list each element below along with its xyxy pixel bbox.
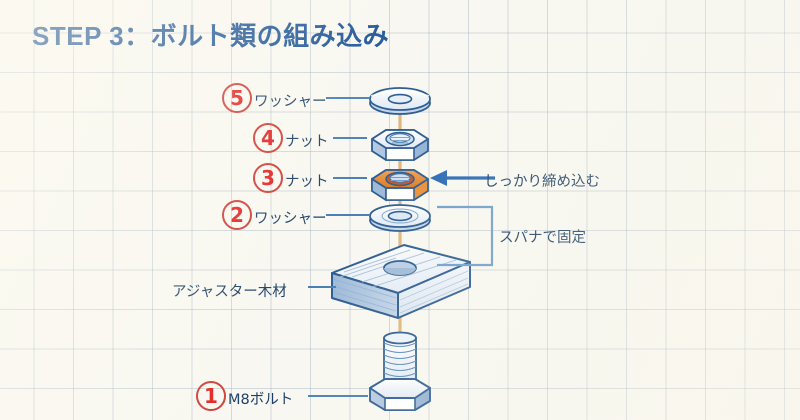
callout-label-5: ワッシャー: [254, 94, 327, 110]
leader-line-2: [326, 214, 370, 216]
callout-number-1[interactable]: 1: [196, 381, 226, 411]
arrow-left-icon: [430, 170, 495, 186]
hex-nut-icon-4: [371, 129, 429, 161]
page-title: STEP 3：ボルト類の組み込み: [32, 21, 390, 51]
hex-bolt-icon-1: [369, 331, 431, 411]
callout-number-3[interactable]: 3: [253, 163, 283, 193]
note-wrench: スパナで固定: [499, 230, 586, 246]
callout-number-5[interactable]: 5: [222, 83, 252, 113]
leader-line-5: [326, 97, 370, 99]
note-tighten: しっかり締め込む: [484, 174, 600, 190]
callout-label-1: M8ボルト: [228, 392, 294, 408]
callout-label-4: ナット: [285, 134, 329, 150]
bracket-icon: [437, 205, 494, 267]
leader-line-4: [333, 137, 367, 139]
callout-number-4[interactable]: 4: [253, 123, 283, 153]
wood-block-icon: [331, 244, 471, 319]
callout-label-2: ワッシャー: [254, 211, 327, 227]
leader-line-3: [333, 177, 367, 179]
washer-icon-2: [369, 204, 431, 232]
callout-label-3: ナット: [285, 174, 329, 190]
wood-label: アジャスター木材: [172, 284, 287, 300]
hex-nut-orange-icon-3: [371, 169, 429, 202]
leader-line-1: [308, 395, 368, 397]
callout-number-2[interactable]: 2: [222, 200, 252, 230]
washer-icon-5: [369, 87, 431, 115]
